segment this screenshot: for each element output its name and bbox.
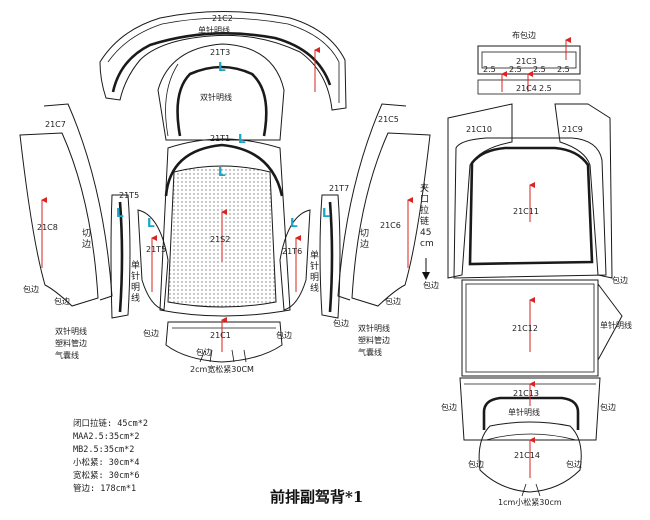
note-line: 闭口拉链: 45cm*2 <box>73 419 148 429</box>
label-baobian-r1: 包边 <box>333 318 349 328</box>
label-cut-left: 切边 <box>82 228 91 250</box>
label-baobian-r2: 包边 <box>385 296 401 306</box>
code-21t5-a: 21T5 <box>119 191 139 200</box>
label-d25d: 2.5 <box>557 65 570 74</box>
code-21t1: 21T1 <box>210 134 230 143</box>
note-line: 小松紧: 30cm*4 <box>73 458 140 468</box>
piece-21t5-inner <box>137 209 169 311</box>
label-left-block-3: 气囊线 <box>55 350 79 360</box>
piece-21c12 <box>461 279 623 377</box>
label-right-block-3: 气囊线 <box>358 347 382 357</box>
piece-21c3 <box>477 37 581 95</box>
note-line: 管边: 178cm*1 <box>73 484 137 494</box>
code-21t3: 21T3 <box>210 48 230 57</box>
piece-21c8 <box>19 103 113 307</box>
label-wide-elastic: 2cm宽松紧30CM <box>190 364 254 374</box>
note-line: MAA2.5:35cm*2 <box>73 432 140 442</box>
sheet-title: 前排副驾背*1 <box>270 488 364 506</box>
label-single-right: 单针明线 <box>310 249 319 294</box>
code-21c2: 21C2 <box>212 14 233 23</box>
code-21c8: 21C8 <box>37 223 58 232</box>
label-single-c12: 单针明线 <box>600 320 632 330</box>
piece-21c13 <box>459 377 601 441</box>
code-21t5-b: 21T5 <box>146 245 166 254</box>
code-21c4: 21C4 <box>516 84 537 93</box>
code-21c3: 21C3 <box>516 57 537 66</box>
label-baobian-c14b: 包边 <box>566 459 582 469</box>
code-21c13: 21C13 <box>513 389 539 398</box>
code-21c6: 21C6 <box>380 221 401 230</box>
piece-21c11 <box>447 103 613 279</box>
label-left-block-2: 塑料管边 <box>55 338 87 348</box>
label-single-top: 单针明线 <box>198 25 230 35</box>
code-21t6: 21T6 <box>282 247 302 256</box>
label-cut-right: 切边 <box>360 228 369 250</box>
piece-21c2 <box>99 11 347 111</box>
code-21c14: 21C14 <box>514 451 540 460</box>
label-single-c13: 单针明线 <box>508 407 540 417</box>
piece-21c6 <box>337 103 431 307</box>
code-21c9: 21C9 <box>562 125 583 134</box>
label-baobian-l2: 包边 <box>54 296 70 306</box>
piece-21t3 <box>157 43 285 141</box>
label-baobian-r3: 包边 <box>423 280 439 290</box>
code-21c7: 21C7 <box>45 120 66 129</box>
code-21c12: 21C12 <box>512 324 538 333</box>
label-baobian-c11: 包边 <box>612 275 628 285</box>
piece-21s2 <box>159 138 291 317</box>
label-small-elastic: 1cm小松紧30cm <box>498 497 562 507</box>
piece-21t7 <box>319 194 341 319</box>
label-baobian-c13a: 包边 <box>441 402 457 412</box>
label-baobian-c2: 包边 <box>276 330 292 340</box>
piece-21t6 <box>279 209 311 311</box>
l-mark-4: L <box>116 206 124 220</box>
label-baobian-l1: 包边 <box>23 284 39 294</box>
label-single-left: 单针明线 <box>131 259 140 304</box>
label-baobian-c1b: 包边 <box>196 347 212 357</box>
label-d25c: 2.5 <box>533 65 546 74</box>
label-baobian-c14a: 包边 <box>468 459 484 469</box>
label-d25b: 2.5 <box>509 65 522 74</box>
l-mark-5: L <box>147 216 155 230</box>
piece-21c1 <box>165 317 283 363</box>
code-21s2: 21S2 <box>210 235 230 244</box>
label-left-block-1: 双针明线 <box>55 326 87 336</box>
label-double-top: 双针明线 <box>200 92 232 102</box>
zip-arrowhead <box>422 272 430 280</box>
l-mark-7: L <box>322 206 330 220</box>
label-cloth-edge: 布包边 <box>512 30 536 40</box>
code-21c1: 21C1 <box>210 331 231 340</box>
piece-21t5-left <box>110 194 131 319</box>
label-right-block-2: 塑料管边 <box>358 335 390 345</box>
l-mark-3: L <box>218 165 226 179</box>
code-21t7: 21T7 <box>329 184 349 193</box>
label-d25e: 2.5 <box>539 84 552 93</box>
label-baobian-c13b: 包边 <box>600 402 616 412</box>
label-baobian-c1: 包边 <box>143 328 159 338</box>
piece-21c14 <box>478 421 582 497</box>
code-21c11: 21C11 <box>513 207 539 216</box>
l-mark-6: L <box>290 216 298 230</box>
note-line: 宽松紧: 30cm*6 <box>73 471 140 481</box>
label-d25a: 2.5 <box>483 65 496 74</box>
l-mark-2: L <box>238 132 246 146</box>
material-notes: 闭口拉链: 45cm*2 MAA2.5:35cm*2 MB2.5:35cm*2 … <box>73 418 148 496</box>
l-mark-1: L <box>218 60 226 74</box>
code-21c5: 21C5 <box>378 115 399 124</box>
label-right-block-1: 双针明线 <box>358 323 390 333</box>
note-line: MB2.5:35cm*2 <box>73 445 135 455</box>
code-21c10: 21C10 <box>466 125 492 134</box>
